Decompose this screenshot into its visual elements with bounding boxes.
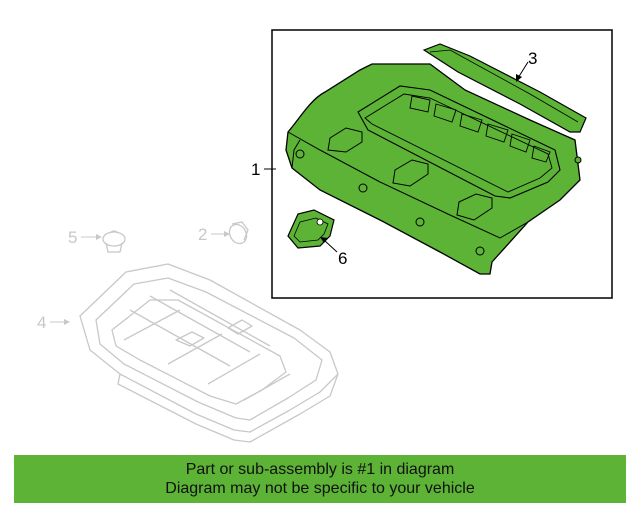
tray-underside-part[interactable]: [79, 263, 339, 443]
callout-6: 6: [338, 249, 347, 268]
callout-5: 5: [68, 228, 77, 247]
diagram-notice-banner: Part or sub-assembly is #1 in diagram Di…: [14, 455, 626, 503]
assembly-highlight-box: [271, 29, 613, 299]
callout-leaders: [50, 61, 529, 325]
callout-1: 1: [251, 160, 260, 179]
banner-line-1: Part or sub-assembly is #1 in diagram: [185, 461, 455, 478]
callout-2: 2: [198, 225, 207, 244]
callout-3: 3: [528, 49, 537, 68]
banner-line-2: Diagram may not be specific to your vehi…: [165, 480, 475, 497]
trim-strip-part[interactable]: [422, 43, 587, 133]
push-clip-part[interactable]: [102, 230, 126, 253]
callout-4: 4: [37, 313, 46, 332]
retainer-clip-part[interactable]: [226, 221, 250, 246]
package-tray-part[interactable]: [285, 63, 582, 275]
